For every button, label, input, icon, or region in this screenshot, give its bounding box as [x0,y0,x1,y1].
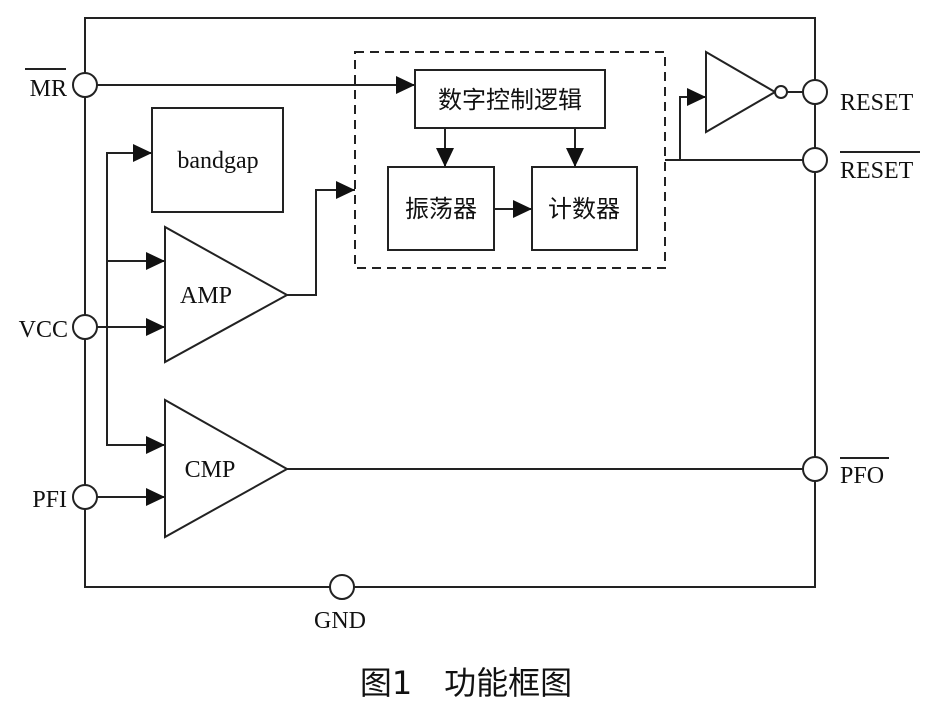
amp-label: AMP [180,283,232,309]
vcc-label: VCC [19,317,68,343]
pfo-label: PFO [840,463,884,489]
inverter-input-wire [679,88,706,160]
chip-outline [84,17,816,588]
figure-caption: 图1 功能框图 [360,664,572,702]
pin-mr [72,72,98,98]
pin-reset-n [802,147,828,173]
bandgap-label: bandgap [177,148,258,174]
pfi-label: PFI [32,487,67,513]
cmp-triangle [164,398,290,539]
gnd-label: GND [314,608,366,634]
mr-label: MR [30,76,67,102]
amp-triangle [164,225,290,364]
inverter [705,50,777,134]
digital-block-boundary [354,51,666,269]
logic-block [414,69,606,129]
pin-vcc [72,314,98,340]
logic-label: 数字控制逻辑 [438,86,582,114]
amp-output-wire [287,181,355,296]
inverter-bubble [774,85,788,99]
bandgap-block [151,107,284,213]
counter-label: 计数器 [548,195,620,223]
reset-n-label: RESET [840,158,914,184]
pin-pfo [802,456,828,482]
reset-label: RESET [840,90,914,116]
oscillator-block [387,166,495,251]
pin-pfi [72,484,98,510]
cmp-label: CMP [185,457,236,483]
oscillator-label: 振荡器 [405,195,477,223]
pin-gnd [329,574,355,600]
pin-reset [802,79,828,105]
counter-block [531,166,638,251]
